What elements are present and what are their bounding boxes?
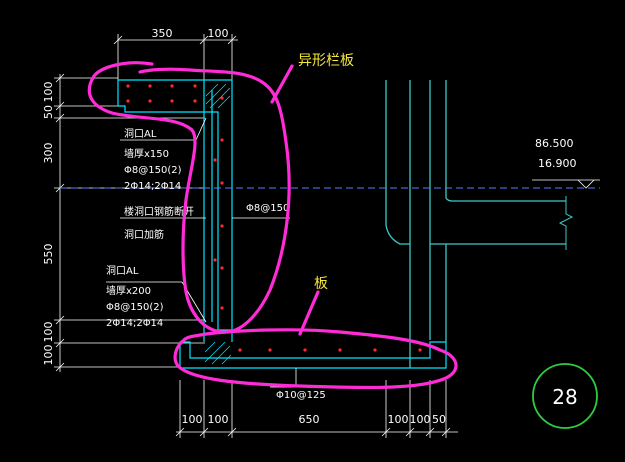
dimension-lines xyxy=(54,34,458,438)
elevation-lower: 16.900 xyxy=(538,157,577,170)
middle-notes: 楼洞口钢筋断开 洞口加筋 xyxy=(124,205,194,241)
dimension-labels-top: 350 100 xyxy=(152,27,229,40)
slab-label: 板 xyxy=(314,276,328,292)
note-slab-rebar: Φ10@125 xyxy=(276,390,326,401)
elevation-upper: 86.500 xyxy=(535,137,574,150)
dim-top-1: 350 xyxy=(152,27,173,40)
dimension-labels-bottom: 100 100 650 100 100 50 xyxy=(182,413,447,426)
dim-left-6: 100 xyxy=(42,345,55,366)
dim-bottom-5: 100 xyxy=(410,413,431,426)
break-line xyxy=(558,196,574,250)
dim-bottom-6: 50 xyxy=(432,413,446,426)
dim-bottom-1: 100 xyxy=(182,413,203,426)
parapet-markup-pointer xyxy=(270,64,294,104)
note-lower-line-4: 2Φ14;2Φ14 xyxy=(106,318,163,329)
note-upper-line-4: 2Φ14;2Φ14 xyxy=(124,181,181,192)
note-lower-line-3: Φ8@150(2) xyxy=(106,302,164,313)
note-lower-line-1: 洞口AL xyxy=(106,265,139,277)
slab-markup-pointer xyxy=(298,290,320,336)
dim-left-4: 550 xyxy=(42,244,55,265)
parapet-label: 异形栏板 xyxy=(298,53,354,69)
parapet-markup-loop xyxy=(87,61,291,334)
markup-annotations xyxy=(87,61,458,390)
dim-bottom-3: 650 xyxy=(299,413,320,426)
note-upper-line-3: Φ8@150(2) xyxy=(124,165,182,176)
dim-left-5: 100 xyxy=(42,322,55,343)
elevation-marks: 86.500 16.900 xyxy=(535,137,577,170)
dim-bottom-2: 100 xyxy=(208,413,229,426)
dim-left-1: 100 xyxy=(42,82,55,103)
main-wall-outline xyxy=(385,80,566,368)
sheet-number-badge: 28 xyxy=(532,363,598,429)
dim-bottom-4: 100 xyxy=(388,413,409,426)
lower-opening-notes: 洞口AL 墙厚x200 Φ8@150(2) 2Φ14;2Φ14 xyxy=(106,265,164,329)
note-middle-line-2: 洞口加筋 xyxy=(124,228,164,241)
note-upper-line-2: 墙厚x150 xyxy=(124,147,169,160)
slab-markup-loop xyxy=(173,328,458,390)
upper-opening-notes: 洞口AL 墙厚x150 Φ8@150(2) 2Φ14;2Φ14 xyxy=(124,128,182,192)
note-upper-line-1: 洞口AL xyxy=(124,128,157,140)
slab-hatching xyxy=(204,341,232,365)
sheet-number: 28 xyxy=(552,385,577,409)
parapet-hatching xyxy=(205,83,231,109)
dim-left-3: 300 xyxy=(42,143,55,164)
note-middle-line-1: 楼洞口钢筋断开 xyxy=(124,205,194,218)
dim-top-2: 100 xyxy=(208,27,229,40)
dim-left-2: 50 xyxy=(42,105,55,119)
rebar-dots xyxy=(126,84,422,352)
dimension-labels-left: 100 50 300 550 100 100 xyxy=(42,82,55,366)
note-lower-line-2: 墙厚x200 xyxy=(106,284,151,297)
note-leaders xyxy=(106,117,600,388)
badge-ring xyxy=(532,363,598,429)
note-wall-rebar: Φ8@150 xyxy=(246,203,289,214)
